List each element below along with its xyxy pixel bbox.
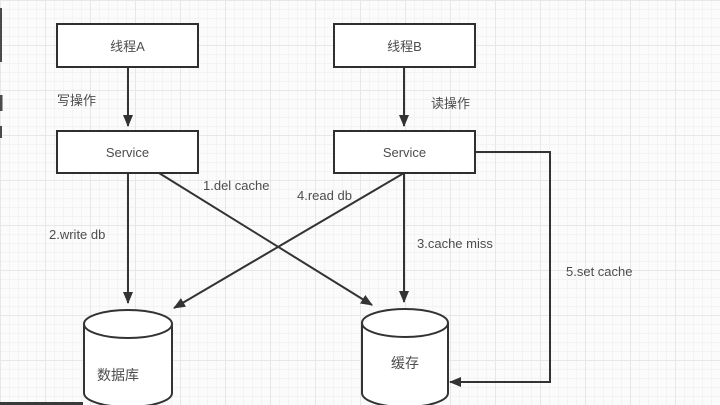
service-b-label: Service: [382, 144, 427, 160]
thread-a-box: [56, 23, 199, 68]
thread-b-label: 线程B: [387, 39, 422, 54]
thread-b-box: [333, 23, 476, 68]
edge-read-db: [173, 172, 405, 309]
database-label: 数据库: [97, 367, 139, 383]
edge-label-read-op: 读操作: [431, 96, 471, 111]
service-a-label: Service: [105, 144, 150, 160]
edge-label-set-cache: 5.set cache: [566, 264, 633, 279]
edge-del-cache: [158, 172, 373, 306]
database-cylinder: [83, 309, 173, 405]
edge-label-write-op: 写操作: [57, 93, 97, 108]
service-b-box: [333, 130, 476, 174]
service-a-box: [56, 130, 199, 174]
cache-cylinder: [361, 308, 449, 405]
screen-edge-artifacts: [0, 8, 83, 405]
edge-label-cache-miss: 3.cache miss: [417, 236, 493, 251]
edge-set-cache: [449, 151, 551, 387]
edge-label-read-db: 4.read db: [297, 188, 352, 203]
edge-label-del-cache: 1.del cache: [203, 178, 270, 193]
edge-label-write-db: 2.write db: [49, 227, 106, 242]
cache-label: 缓存: [391, 355, 419, 371]
thread-a-label: 线程A: [110, 39, 145, 54]
